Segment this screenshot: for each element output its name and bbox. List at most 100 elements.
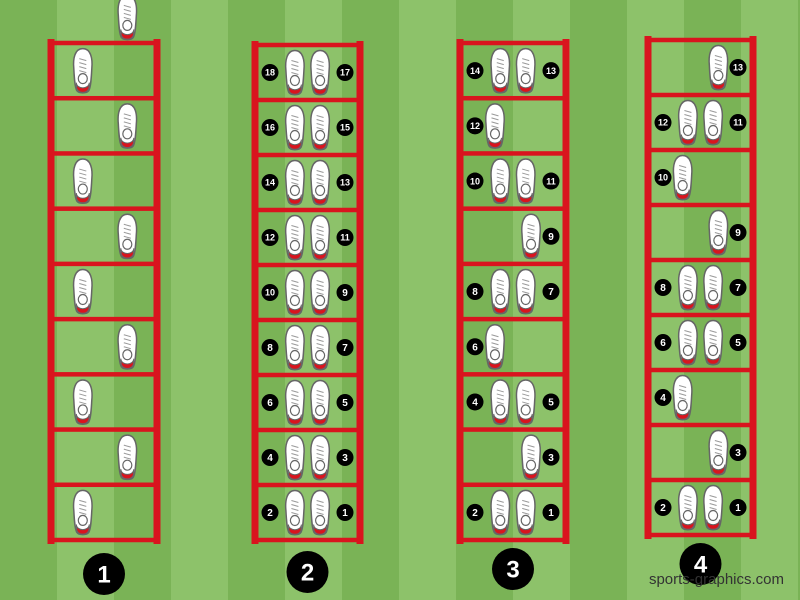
step-number-badge-number: 10: [265, 288, 275, 298]
shoe-lace: [123, 227, 131, 231]
shoe-heel: [493, 303, 508, 314]
shoe-lace: [291, 182, 299, 185]
shoe-icon: [490, 268, 511, 315]
step-number-badge-circle: [261, 174, 279, 191]
shoe-icon: [72, 158, 93, 205]
step-number-badge-number: 10: [658, 173, 668, 183]
drill-number-badge-number: 4: [694, 552, 708, 579]
step-number-badge-number: 6: [472, 342, 478, 353]
step-number-badge: 11: [336, 229, 354, 246]
shoe-icon: [310, 159, 331, 206]
shoe-lace: [527, 444, 535, 448]
shoe-lace: [123, 452, 131, 456]
shoe-lace: [522, 180, 530, 184]
step-number-badge-circle: [542, 172, 560, 190]
shoe-collar: [122, 19, 133, 31]
shoe-collar: [520, 293, 531, 306]
shoe-icon: [72, 379, 93, 425]
shoe-heel: [487, 137, 502, 149]
shoe-heel: [75, 303, 90, 314]
step-number-badge-number: 13: [733, 63, 743, 73]
ladder-rung: [648, 147, 753, 153]
shoe-heel: [493, 192, 508, 204]
shoe-lace: [291, 284, 299, 287]
shoe-heel: [524, 248, 539, 259]
shoe-lace: [522, 507, 530, 511]
shoe-lace: [491, 346, 499, 350]
shoe-lace: [291, 123, 299, 126]
ladder-rung: [255, 537, 360, 543]
step-number-badge-number: 5: [342, 398, 348, 409]
shoe-lace: [522, 172, 530, 176]
step-number-badge-number: 15: [340, 123, 350, 133]
shoe-lace: [79, 283, 87, 286]
shoe-lace: [709, 342, 717, 345]
shoe-heel: [487, 358, 502, 369]
shoe-collar: [525, 459, 537, 471]
drill-number-badge-circle: [83, 553, 125, 595]
shoe-heel: [711, 79, 726, 90]
shoe-lace: [79, 507, 87, 511]
step-number-badge-number: 8: [472, 287, 478, 298]
step-number-badge-number: 8: [660, 283, 666, 294]
shoe-icon: [515, 489, 536, 536]
shoe-lace: [527, 231, 535, 235]
shoe-lace: [496, 499, 504, 503]
step-number-badge-circle: [261, 394, 279, 411]
shoe-lace: [316, 237, 324, 240]
shoe-lace: [79, 401, 87, 405]
step-number-badge-circle: [466, 283, 484, 300]
shoe-lace: [709, 503, 717, 506]
step-number-badge-circle: [729, 444, 747, 461]
shoe-lace: [316, 508, 324, 511]
shoe-lace: [316, 288, 324, 291]
shoe-heel: [313, 414, 328, 425]
shoe-lace: [496, 511, 504, 515]
shoe-heel: [120, 137, 135, 149]
shoe-collar: [315, 514, 326, 527]
step-number-badge: 2: [261, 504, 279, 521]
shoe-collar: [489, 128, 501, 140]
shoe-lace: [291, 174, 299, 177]
shoe-lace: [709, 114, 717, 117]
shoe-lace: [79, 503, 87, 507]
ladder-rung: [51, 151, 157, 156]
step-number-badge-circle: [466, 503, 484, 521]
shoe-lace: [496, 180, 504, 184]
shoe-lace: [679, 393, 687, 396]
shoe-icon: [117, 323, 138, 370]
shoe-lace: [123, 235, 131, 239]
step-number-badge-circle: [729, 279, 747, 296]
shoe-lace: [123, 444, 131, 448]
shoe-icon: [677, 264, 698, 311]
step-number-badge-number: 3: [735, 448, 741, 459]
shoe-lace: [316, 229, 324, 232]
step-number-badge-number: 12: [470, 121, 480, 131]
ladder-rung: [648, 312, 753, 318]
shoe-lace: [496, 287, 504, 290]
shoe-collar: [315, 239, 326, 252]
shoe-icon: [310, 269, 331, 316]
shoe-icon: [521, 213, 541, 260]
shoe-lace: [79, 397, 87, 401]
shoe-lace: [291, 72, 299, 75]
ladder-rail-right: [749, 36, 757, 539]
ladder-rail-left: [456, 39, 464, 544]
step-number-badge-number: 2: [267, 508, 273, 519]
shoe-lace: [291, 449, 299, 452]
shoe-icon: [117, 103, 138, 149]
shoe-heel: [120, 248, 135, 259]
shoe-lace: [291, 229, 299, 232]
ladder-rung: [460, 40, 566, 46]
shoe-icon: [677, 484, 698, 531]
shoe-icon: [310, 324, 331, 371]
shoe-lace: [496, 66, 504, 70]
shoe-lace: [316, 445, 324, 448]
shoe-lace: [522, 397, 530, 401]
shoe-lace: [527, 456, 535, 460]
shoe-heel: [313, 139, 328, 150]
shoe-lace: [496, 507, 504, 511]
shoe-lace: [491, 117, 499, 121]
step-number-badge: 10: [466, 172, 484, 190]
step-number-badge-circle: [729, 114, 747, 131]
